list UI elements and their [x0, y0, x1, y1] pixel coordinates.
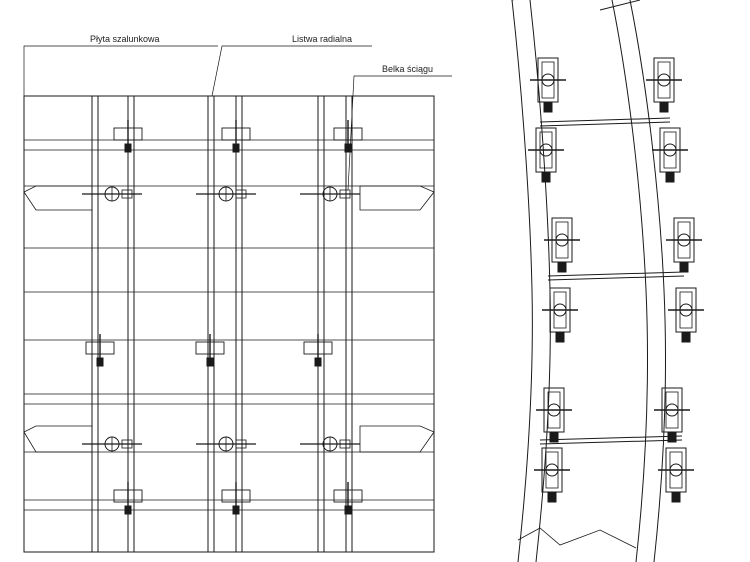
tie-wheel-group — [82, 186, 360, 452]
clamp-icon — [333, 482, 363, 515]
clamp-icon — [113, 120, 143, 153]
outer-panel-edge-b — [629, 0, 667, 562]
curved-view-hardware — [528, 57, 704, 503]
tie-wheel-icon — [82, 186, 142, 202]
tie-beam-leader — [347, 75, 452, 191]
clamp-icon — [221, 482, 251, 515]
radial-panel-icon — [652, 127, 688, 183]
outer-frame — [23, 95, 435, 553]
radial-panel-icon — [666, 217, 702, 273]
radial-panel-icon — [542, 287, 578, 343]
clamp-icon — [113, 482, 143, 515]
clamp-icon — [221, 120, 251, 153]
curved-plan-view — [511, 0, 704, 562]
inner-panel-edge-b — [529, 0, 551, 562]
radial-panel-icon — [534, 447, 570, 503]
clamp-icon — [85, 334, 115, 367]
label-tie-beam: Belka ściągu — [382, 64, 433, 74]
inner-panel-edge-a — [511, 0, 533, 562]
tie-wheel-icon — [300, 436, 360, 452]
label-radial-strip: Listwa radialna — [292, 34, 352, 44]
radial-panel-icon — [536, 387, 572, 443]
tie-wheel-icon — [300, 186, 360, 202]
clamp-group — [85, 120, 363, 515]
radial-panel-icon — [658, 447, 694, 503]
radial-panel-icon — [530, 57, 566, 113]
radial-panel-icon — [668, 287, 704, 343]
tie-rod-middle — [547, 271, 685, 277]
radial-panel-icon — [544, 217, 580, 273]
tie-wheel-icon — [196, 186, 256, 202]
clamp-icon — [195, 334, 225, 367]
gusset-plates — [23, 185, 435, 453]
radial-panel-icon — [528, 127, 564, 183]
plate-leader — [23, 45, 218, 96]
radial-strip-leader — [211, 45, 372, 97]
label-plate: Płyta szalunkowa — [90, 34, 160, 44]
radial-panel-icon — [654, 387, 690, 443]
radial-panel-icon — [646, 57, 682, 113]
clamp-icon — [303, 334, 333, 367]
tie-wheel-icon — [196, 436, 256, 452]
vertical-strips — [91, 96, 353, 552]
tie-rod-bottom — [539, 435, 683, 441]
horizontal-ribs — [24, 139, 434, 511]
leader-lines — [23, 45, 452, 191]
clamp-icon — [333, 120, 363, 153]
front-elevation-view — [23, 95, 435, 553]
tie-wheel-icon — [82, 436, 142, 452]
tie-rod-top — [539, 117, 671, 123]
outer-panel-edge-a — [611, 0, 649, 562]
